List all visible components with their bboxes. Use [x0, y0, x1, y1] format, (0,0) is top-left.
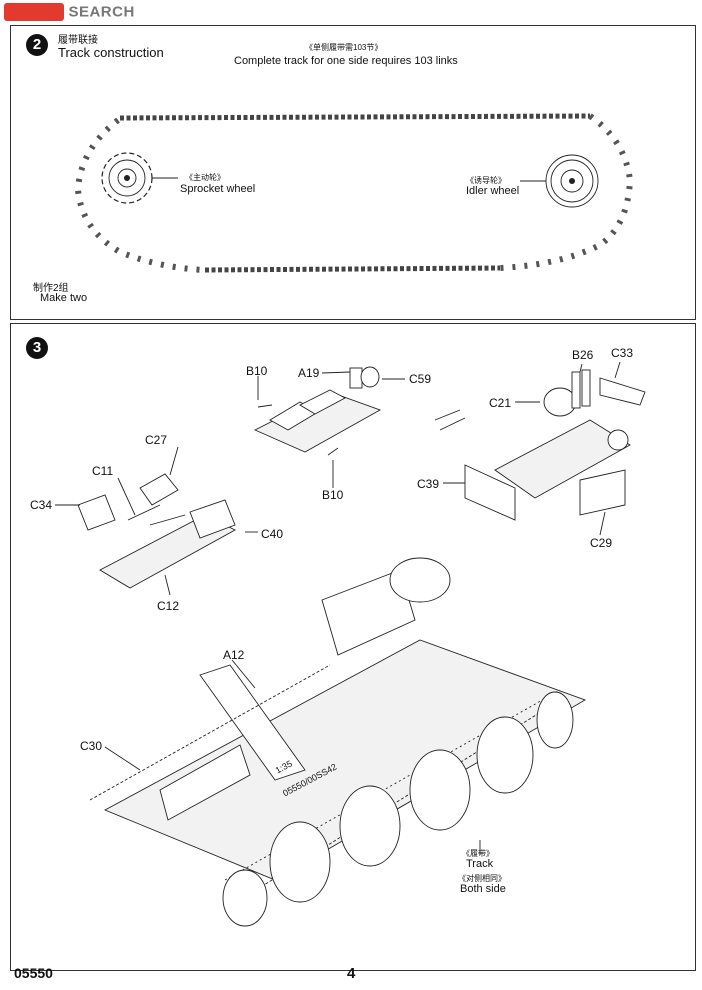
step2-number: 2: [26, 34, 48, 56]
part-label-b26: B26: [572, 348, 594, 362]
step3-panel: [10, 323, 696, 971]
part-label-c30: C30: [80, 739, 103, 753]
idler-label-en: Idler wheel: [466, 185, 520, 197]
part-label-c40: C40: [261, 527, 284, 541]
step2-title-cn: 履带联接: [58, 35, 98, 46]
subassembly-right: [434, 369, 646, 521]
sprocket-label-en: Sprocket wheel: [180, 183, 256, 195]
hull: [89, 557, 587, 927]
idler-label-cn: 《诱导轮》: [466, 176, 506, 185]
step2-title-en: Track construction: [58, 45, 164, 60]
part-label-c12: C12: [157, 599, 180, 613]
part-label-c21: C21: [489, 396, 512, 410]
track-label-cn: 《履带》: [462, 849, 494, 858]
idler-wheel-icon: [545, 154, 599, 208]
watermark: SEARCH: [4, 3, 135, 25]
step2-note-cn: 《单侧履带需103节》: [305, 43, 383, 52]
part-label-c34: C34: [30, 498, 53, 512]
watermark-text: SEARCH: [68, 3, 135, 21]
subassembly-left: [77, 473, 236, 589]
part-label-a19: A19: [298, 366, 320, 380]
part-label-c27: C27: [145, 433, 168, 447]
footer-code: 05550: [14, 965, 53, 981]
both-side-cn: 《对侧相同》: [458, 874, 506, 883]
part-label-c59: C59: [409, 372, 432, 386]
part-label-c11: C11: [92, 464, 114, 478]
sprocket-label-cn: 《主动轮》: [185, 173, 225, 182]
part-label-c39: C39: [417, 477, 440, 491]
part-label-c29: C29: [590, 536, 613, 550]
part-label-c33: C33: [611, 346, 634, 360]
step2-note-en: Complete track for one side requires 103…: [234, 55, 458, 67]
step2-panel: [10, 25, 696, 320]
make-two-en: Make two: [40, 292, 88, 304]
track-diagram: [74, 113, 634, 273]
part-label-b10-top: B10: [246, 364, 268, 378]
track-label-en: Track: [466, 858, 494, 870]
part-label-b10-bottom: B10: [322, 488, 344, 502]
sprocket-wheel-icon: [101, 152, 153, 204]
page-number: 4: [347, 965, 356, 982]
watermark-logo-icon: [4, 3, 64, 21]
both-side-en: Both side: [460, 883, 506, 895]
step3-number: 3: [26, 337, 48, 359]
part-label-a12: A12: [223, 648, 245, 662]
make-two-cn: 制作2组: [33, 283, 69, 294]
subassembly-center: [253, 366, 382, 456]
